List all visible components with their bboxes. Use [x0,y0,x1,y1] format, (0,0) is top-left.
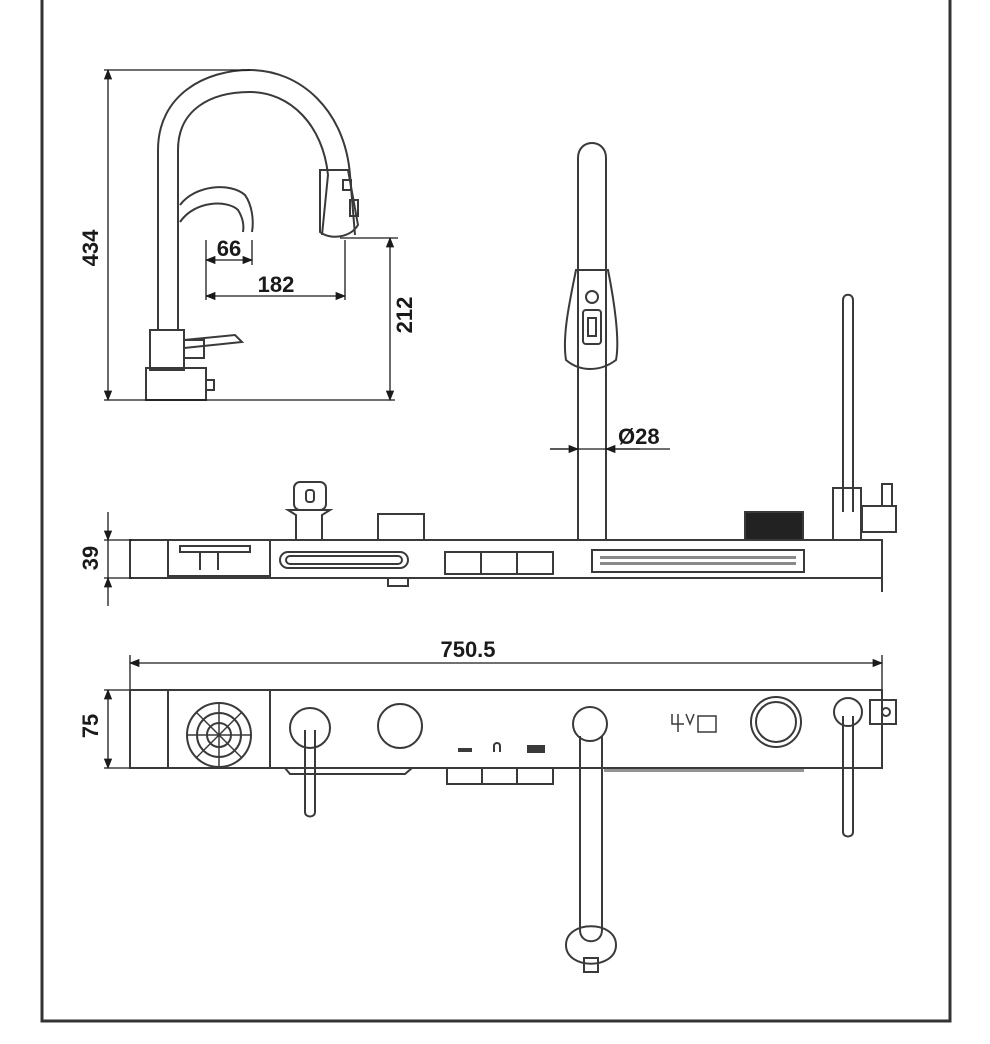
soap-pump-top [289,707,331,749]
dim-panel-height: 39 [78,546,103,570]
brand-mark [671,713,717,733]
right-tap-top [833,697,863,727]
top-perforation [604,768,804,772]
top-view [129,689,897,973]
side-view [145,68,360,401]
drawing-frame [40,0,952,1023]
dim-total-width: 750.5 [440,637,495,662]
control-buttons [446,767,554,785]
spray-head [319,169,360,238]
front-box [377,513,425,541]
front-spray-head [563,269,619,370]
front-spout-pipe [577,142,607,540]
front-view [129,142,897,592]
dim-spout-reach: 182 [258,272,295,297]
dim-sprayer-reach: 66 [217,236,241,261]
soap-dispenser [284,509,334,540]
secondary-spout [179,186,254,233]
front-view-dimensions [103,512,132,606]
spout-base-top [572,706,608,742]
front-panel [129,539,883,579]
knurled-knob [744,511,804,541]
dim-total-height: 434 [78,229,103,266]
main-spout [157,68,356,330]
dim-pipe-diameter: Ø28 [618,424,660,449]
cup-washer [186,702,252,768]
front-perforation [600,556,796,565]
faucet-base [149,329,185,371]
right-tap [842,293,854,512]
dial-knob-top [750,696,802,748]
top-view-dimensions [103,655,884,770]
side-view-dimensions [103,68,398,402]
dim-panel-depth: 75 [78,714,103,738]
dim-outlet-height: 212 [392,297,417,334]
round-button-top [377,703,423,749]
